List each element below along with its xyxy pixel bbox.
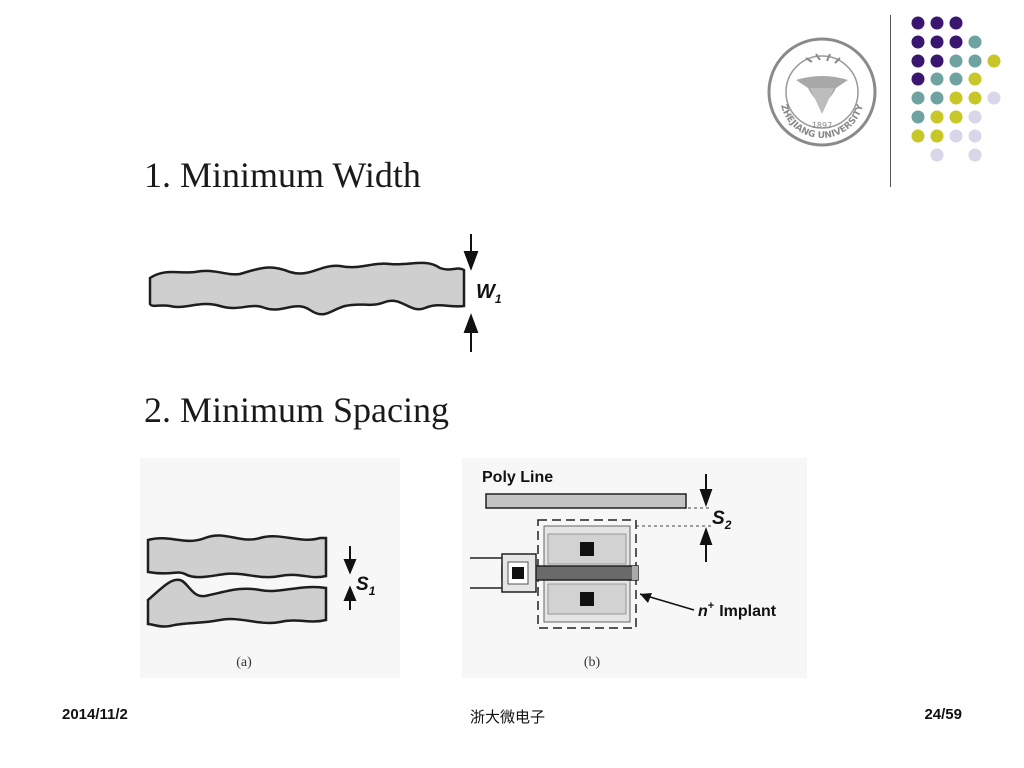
spacing-s1-arrows [343, 546, 357, 610]
footer-page-number: 24/59 [924, 706, 962, 723]
upper-contact-square [580, 542, 594, 556]
poly-line-label: Poly Line [482, 469, 553, 486]
footer-date: 2014/11/2 [62, 706, 128, 723]
wavy-line-shape [148, 261, 466, 316]
heading-minimum-width: 1. Minimum Width [144, 155, 421, 195]
spacing-s2-label: S2 [712, 508, 732, 532]
spacing-s1-label: S1 [356, 574, 376, 598]
svg-text:1897: 1897 [812, 121, 832, 130]
lower-wavy-line-shape [146, 578, 328, 628]
header-divider-line [890, 15, 891, 187]
spacing-figure-b: Poly Line S2 n+Implant (b) [462, 458, 807, 678]
spacing-s2-arrows [699, 474, 713, 562]
n-plus-implant-label: n+Implant [698, 600, 777, 620]
width-dimension-arrows [463, 234, 479, 352]
contact-square [512, 567, 524, 579]
figure-a-caption: (a) [236, 655, 252, 670]
zhejiang-university-logo: 1897 ZHEJIANG UNIVERSITY [767, 37, 877, 147]
upper-wavy-line-shape [146, 534, 328, 579]
decorative-dot-grid [911, 16, 1001, 162]
poly-line-bar [485, 493, 687, 509]
width-label: W1 [476, 281, 502, 306]
figure-b-caption: (b) [584, 655, 601, 670]
footer-organization: 浙大微电子 [470, 708, 546, 726]
heading-minimum-spacing: 2. Minimum Spacing [144, 390, 449, 430]
minimum-width-figure: W1 [148, 234, 502, 352]
lower-contact-square [580, 592, 594, 606]
spacing-figure-a: S1 (a) [140, 458, 400, 678]
